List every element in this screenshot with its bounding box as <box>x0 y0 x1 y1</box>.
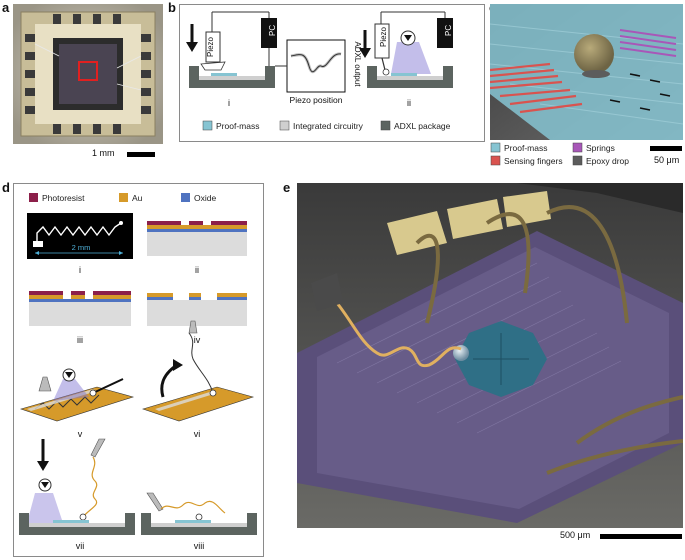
down-arrow-icon <box>186 42 198 52</box>
step-label-i: i <box>79 265 81 275</box>
legend-oxide: Oxide <box>194 193 216 203</box>
down-arrow-icon-right <box>359 48 371 58</box>
sub-label-i: i <box>228 98 230 108</box>
scale-bar-label-a: 1 mm <box>92 148 115 158</box>
step-label-ii: ii <box>195 265 199 275</box>
panel-b-frame <box>179 4 485 142</box>
legend-au: Au <box>132 193 143 203</box>
scale-bar-label-e: 500 μm <box>560 530 591 540</box>
piezo-label-right: Piezo <box>379 26 388 47</box>
light-beam <box>391 42 431 74</box>
plot-xlabel: Piezo position <box>290 95 343 105</box>
legend-integrated-circuitry: Integrated circuitry <box>293 121 364 131</box>
step-vii-place <box>19 438 135 535</box>
plot-ylabel: ADXL output <box>353 41 362 87</box>
setup-ii <box>359 11 453 88</box>
legend-c-epoxy-drop: Epoxy drop <box>586 156 629 166</box>
legend-adxl-package: ADXL package <box>394 121 451 131</box>
step-ii-layers <box>147 221 247 256</box>
step-iii-layers <box>29 291 131 326</box>
pc-box-right <box>437 18 453 48</box>
adxl-output-plot <box>275 39 346 93</box>
legend-c-springs: Springs <box>586 143 615 153</box>
down-arrow-icon-vii <box>37 461 49 471</box>
sem-image-e <box>297 183 683 528</box>
step-label-vii: vii <box>76 541 85 551</box>
step-label-vi: vi <box>194 429 201 439</box>
step-iv-layers <box>147 293 247 326</box>
sem-image-c <box>490 4 683 140</box>
pc-box-left <box>261 18 277 48</box>
panel-b-diagram: Piezo PC i ADXL output Piezo position Pi… <box>186 11 453 131</box>
step-vi-peel <box>142 320 255 422</box>
sub-label-ii: ii <box>407 98 411 108</box>
pc-label-right: PC <box>444 25 453 36</box>
step-v-scan <box>19 368 135 422</box>
panel-d-diagram: Photoresist Au Oxide 2 mm i ii iii <box>19 193 257 551</box>
setup-i <box>186 11 277 88</box>
panel-c-legend: Proof-mass Springs Sensing fingers Epoxy… <box>490 142 629 166</box>
legend-proof-mass: Proof-mass <box>216 121 259 131</box>
step-label-iv: iv <box>194 335 201 345</box>
panel-label-d: d <box>2 180 10 195</box>
step-label-viii: viii <box>194 541 205 551</box>
step-label-v: v <box>78 429 83 439</box>
pc-label-left: PC <box>268 25 277 36</box>
step-viii-final <box>141 492 257 535</box>
legend-photoresist: Photoresist <box>42 193 85 203</box>
dimension-label: 2 mm <box>72 243 91 252</box>
panel-d-legend: Photoresist Au Oxide <box>29 193 216 203</box>
panel-label-e: e <box>283 180 291 195</box>
piezo-label-left: Piezo <box>206 36 215 57</box>
scale-bar-label-c: 50 μm <box>654 155 680 165</box>
panel-b-legend: Proof-mass Integrated circuitry ADXL pac… <box>202 120 451 131</box>
scale-bar-a <box>127 152 155 157</box>
step-i-mask <box>27 213 133 259</box>
piezo-box-left <box>205 31 221 63</box>
scale-bar-c <box>650 146 682 151</box>
legend-c-sensing-fingers: Sensing fingers <box>504 156 563 166</box>
panel-label-a: a <box>2 0 10 15</box>
step-label-iii: iii <box>77 335 83 345</box>
panel-d-frame <box>13 183 264 557</box>
chip-micrograph-a <box>13 4 163 144</box>
curved-arrow-icon <box>173 359 183 371</box>
legend-c-proof-mass: Proof-mass <box>504 143 547 153</box>
scale-bar-e <box>600 534 682 539</box>
panel-label-b: b <box>168 0 176 15</box>
